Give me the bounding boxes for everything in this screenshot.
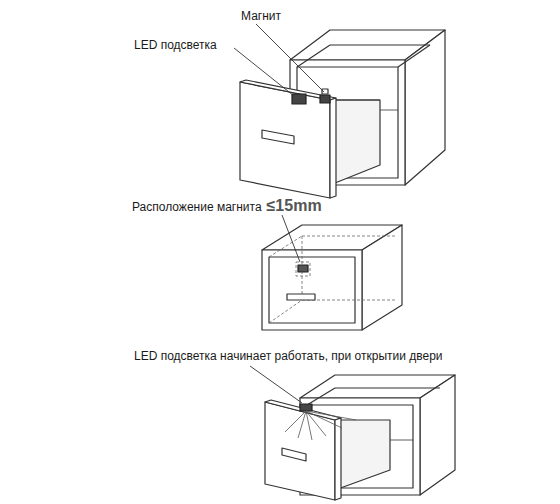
- leader-line: [234, 48, 294, 96]
- leader-line: [282, 215, 300, 262]
- magnet-label: Магнит: [240, 9, 282, 23]
- magnet-position-label: Расположение магнита: [131, 200, 263, 214]
- leader-line: [256, 24, 324, 92]
- leader-line: [250, 366, 302, 403]
- dimension-label: ≤15mm: [266, 197, 323, 215]
- nightstand-open-top: [240, 30, 445, 198]
- led-note-label: LED подсветка начинает работать, при отк…: [133, 349, 444, 363]
- led-label: LED подсветка: [133, 38, 218, 52]
- nightstand-lit-bottom: [265, 375, 455, 500]
- nightstand-closed-middle: [262, 225, 402, 330]
